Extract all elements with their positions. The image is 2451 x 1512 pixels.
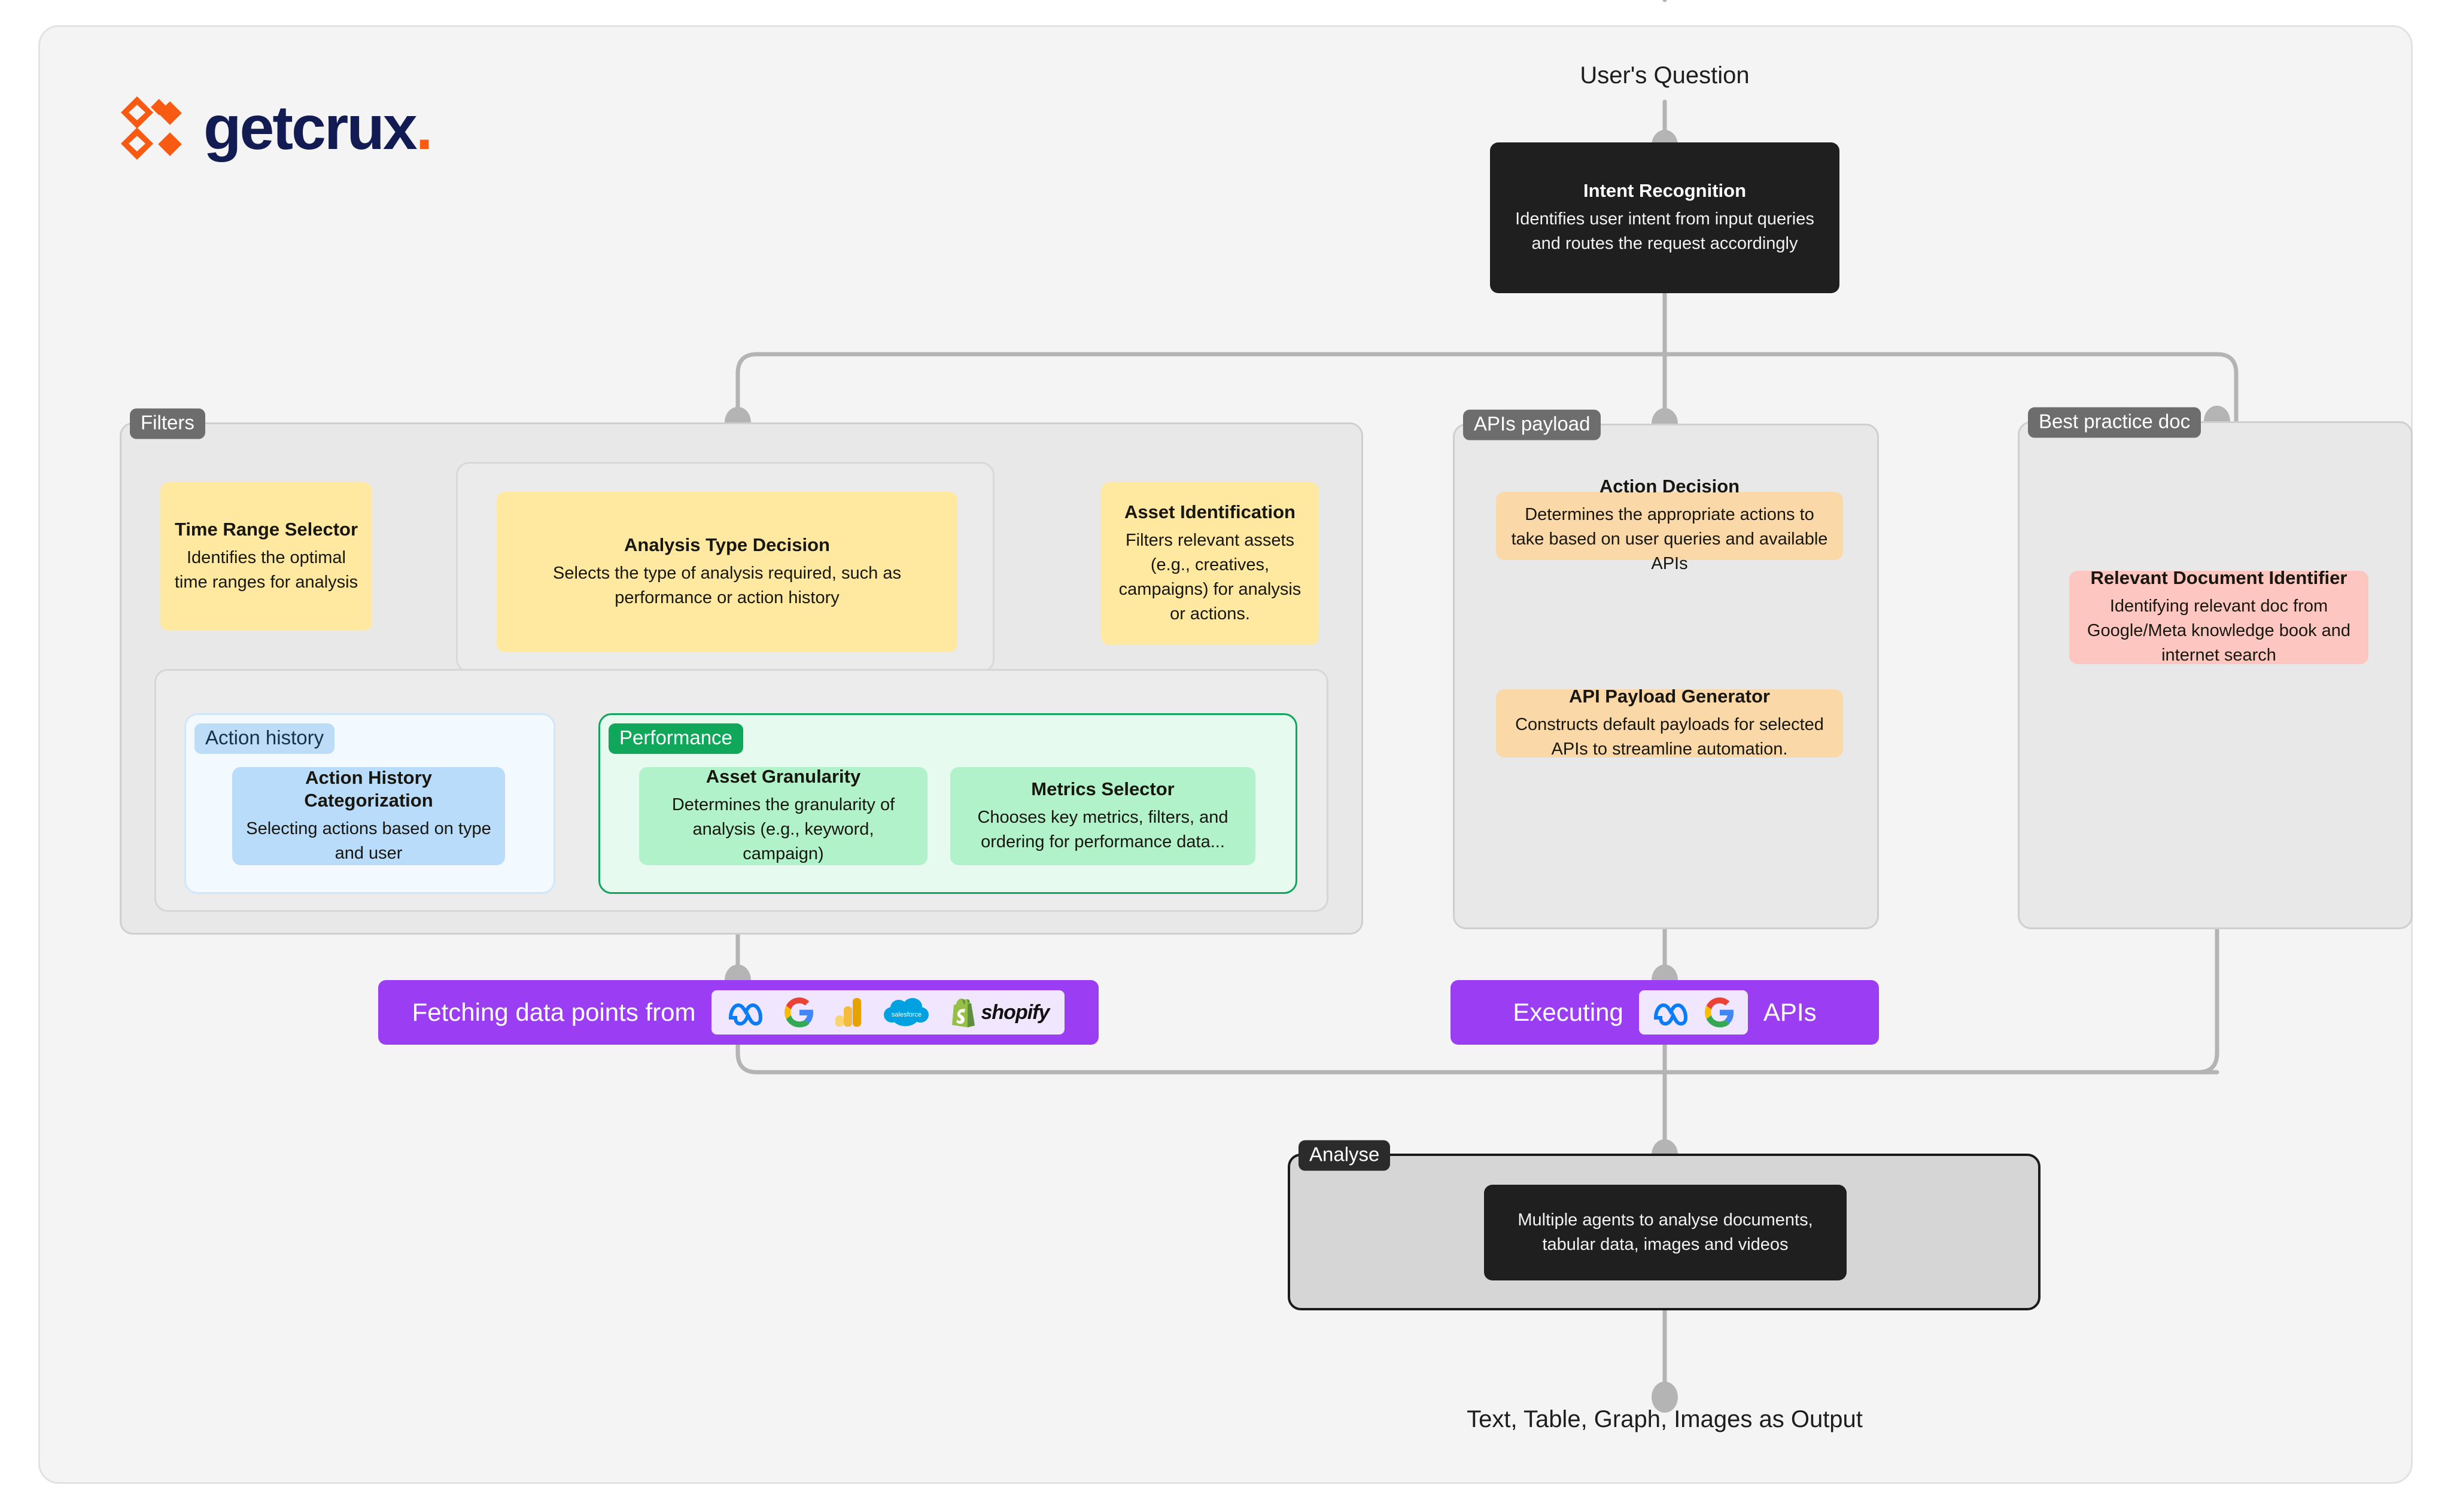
node-action-history-categorization[interactable]: Action History Categorization Selecting … xyxy=(232,767,505,865)
platform-logo-group: salesforce shopify xyxy=(711,990,1065,1035)
brand-wordmark: getcrux. xyxy=(203,93,433,163)
node-desc: Selecting actions based on type and user xyxy=(246,819,491,863)
executing-label-before: Executing xyxy=(1513,998,1623,1026)
salesforce-icon: salesforce xyxy=(883,996,930,1029)
node-relevant-document-identifier[interactable]: Relevant Document Identifier Identifying… xyxy=(2069,567,2368,665)
action-bar-fetching-data[interactable]: Fetching data points from xyxy=(378,980,1099,1045)
meta-icon xyxy=(1652,996,1689,1029)
node-api-payload-generator[interactable]: API Payload Generator Constructs default… xyxy=(1496,686,1843,759)
node-title: Intent Recognition xyxy=(1583,180,1747,201)
node-title: Action Decision xyxy=(1599,476,1740,497)
node-desc: Selects the type of analysis required, s… xyxy=(553,563,901,607)
node-time-range-selector[interactable]: Time Range Selector Identifies the optim… xyxy=(160,482,372,631)
google-icon xyxy=(784,996,814,1029)
group-filters-label: Filters xyxy=(130,408,205,439)
group-apis-payload-label: APIs payload xyxy=(1463,409,1601,440)
node-asset-identification[interactable]: Asset Identification Filters relevant as… xyxy=(1101,482,1319,645)
node-title: API Payload Generator xyxy=(1569,685,1770,707)
node-desc: Identifies the optimal time ranges for a… xyxy=(174,547,358,592)
node-metrics-selector[interactable]: Metrics Selector Chooses key metrics, fi… xyxy=(950,767,1255,865)
google-analytics-icon xyxy=(835,996,862,1029)
meta-icon xyxy=(727,996,764,1029)
group-analyse-label: Analyse xyxy=(1299,1140,1391,1171)
group-best-practice-doc-label: Best practice doc xyxy=(2028,407,2201,438)
output-label: Text, Table, Graph, Images as Output xyxy=(1467,1406,1863,1432)
getcrux-diamond-logo-icon xyxy=(117,93,188,163)
node-title: Time Range Selector xyxy=(174,518,358,540)
node-asset-granularity[interactable]: Asset Granularity Determines the granula… xyxy=(639,766,928,865)
node-intent-recognition[interactable]: Intent Recognition Identifies user inten… xyxy=(1490,142,1839,293)
node-desc: Identifies user intent from input querie… xyxy=(1515,209,1814,253)
node-title: Asset Granularity xyxy=(706,766,861,787)
group-best-practice-doc: Best practice doc xyxy=(2018,407,2413,929)
node-desc: Filters relevant assets (e.g., creatives… xyxy=(1118,530,1301,624)
node-desc: Multiple agents to analyse documents, ta… xyxy=(1518,1210,1813,1254)
node-desc: Chooses key metrics, filters, and orderi… xyxy=(977,807,1228,851)
node-desc: Determines the granularity of analysis (… xyxy=(671,795,895,864)
node-multi-agent-analyse[interactable]: Multiple agents to analyse documents, ta… xyxy=(1484,1185,1847,1280)
node-desc: Determines the appropriate actions to ta… xyxy=(1511,505,1828,574)
brand-accent-dot: . xyxy=(415,93,433,163)
node-analysis-type-decision[interactable]: Analysis Type Decision Selects the type … xyxy=(497,492,957,652)
group-performance-label: Performance xyxy=(609,723,743,754)
node-action-decision[interactable]: Action Decision Determines the appropria… xyxy=(1496,476,1843,573)
brand-logo: getcrux. xyxy=(117,93,433,163)
executing-label-after: APIs xyxy=(1763,998,1817,1026)
node-desc: Identifying relevant doc from Google/Met… xyxy=(2087,597,2351,665)
node-title: Relevant Document Identifier xyxy=(2090,567,2347,589)
svg-text:salesforce: salesforce xyxy=(891,1011,921,1018)
group-action-history-label: Action history xyxy=(194,723,335,754)
node-title: Action History Categorization xyxy=(304,766,433,811)
node-title: Asset Identification xyxy=(1124,501,1296,522)
fetching-label: Fetching data points from xyxy=(412,998,696,1026)
shopify-wordmark: shopify xyxy=(981,1000,1050,1024)
action-bar-executing-apis[interactable]: Executing APIs xyxy=(1450,980,1879,1045)
executing-logo-group xyxy=(1638,990,1748,1035)
google-icon xyxy=(1704,996,1735,1029)
shopify-icon: shopify xyxy=(951,997,1050,1027)
input-label: User's Question xyxy=(1580,62,1750,89)
node-desc: Constructs default payloads for selected… xyxy=(1515,714,1824,759)
node-title: Metrics Selector xyxy=(1031,778,1175,799)
node-title: Analysis Type Decision xyxy=(624,534,830,555)
